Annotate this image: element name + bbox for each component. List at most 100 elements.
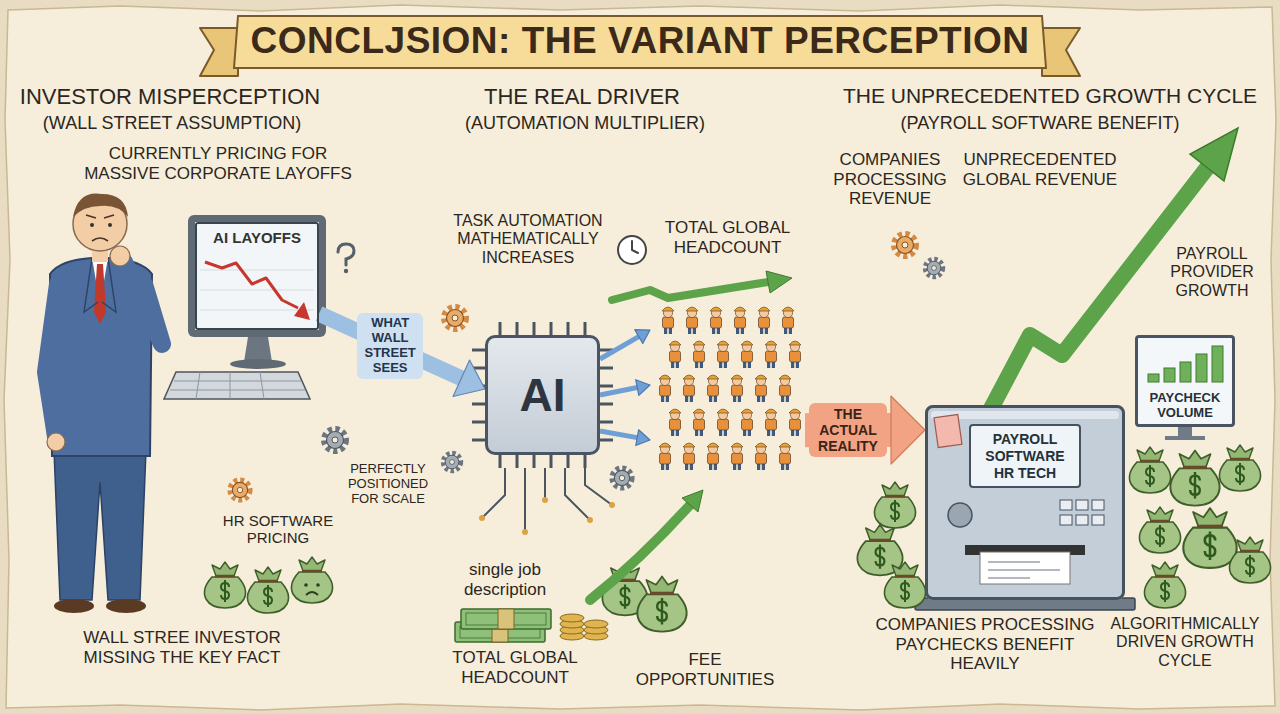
column-subheading: (PAYROLL SOFTWARE BENEFIT): [900, 113, 1179, 134]
investor-figure: [54, 599, 94, 613]
money-bag-group: [291, 557, 332, 603]
money-bag-group: [1229, 537, 1270, 583]
worker-crowd: [789, 341, 801, 368]
node-text: TOTAL GLOBAL HEADCOUNT: [650, 218, 805, 257]
gear-icons: [230, 234, 943, 500]
title: CONCLJSION: THE VARIANT PERCEPTION: [251, 20, 1030, 63]
column-heading: INVESTOR MISPERCEPTION: [20, 84, 320, 109]
paycheck-chart: [1164, 368, 1175, 382]
connector-line: [600, 337, 639, 359]
growth-arrow: [682, 490, 703, 512]
money-bag-group: [1144, 562, 1185, 608]
automation-arrow: [600, 330, 650, 359]
worker-crowd: [683, 375, 695, 402]
computer-monitor: [205, 262, 298, 308]
gear-icons: [894, 234, 916, 256]
payroll-machine-body: [931, 411, 1119, 419]
clock-icon: [618, 236, 646, 264]
computer-monitor: [188, 215, 326, 337]
money-bag-group: [1183, 508, 1236, 568]
payroll-machine-body: [988, 562, 1060, 578]
perception-arrow: [319, 314, 485, 397]
paycheck-chart: [1212, 346, 1223, 382]
arrow-head: [635, 330, 650, 344]
money-bag-group: [1170, 450, 1219, 505]
connector-label: THE ACTUAL REALITY: [809, 403, 887, 457]
worker-crowd: [707, 375, 719, 402]
growth-arrow: [590, 271, 792, 600]
computer-monitor: [164, 372, 310, 399]
worker-crowd: [717, 341, 729, 368]
annotation-text: UNPRECEDENTED GLOBAL REVENUE: [960, 150, 1120, 189]
worker-crowd: [734, 307, 746, 334]
worker-crowd: [717, 409, 729, 436]
arrow-head: [636, 430, 650, 446]
growth-arrow: [612, 282, 768, 300]
cash-pile: [637, 576, 686, 631]
column-heading: THE UNPRECEDENTED GROWTH CYCLE: [843, 84, 1257, 108]
arrow-head: [453, 360, 485, 396]
paycheck-chart: [1178, 427, 1192, 436]
annotation-text: CURRENTLY PRICING FOR MASSIVE CORPORATE …: [78, 144, 358, 183]
payroll-machine-body: [925, 405, 1125, 600]
worker-crowd: [782, 307, 794, 334]
gear-icons: [443, 453, 461, 471]
node-text: AI LAYOFFS: [201, 229, 313, 246]
chip-circuit: [587, 517, 593, 523]
chip-circuit: [482, 468, 612, 532]
chip-circuit: [472, 322, 615, 535]
worker-crowd: [686, 307, 698, 334]
worker-crowd: [731, 443, 743, 470]
worker-crowd: [683, 443, 695, 470]
title-banner: [234, 16, 1046, 68]
paycheck-chart: [1148, 374, 1159, 382]
column-subheading: (WALL STREET ASSUMPTION): [43, 113, 301, 134]
money-bag-group: [247, 567, 288, 613]
investor-figure: [110, 246, 130, 266]
investor-figure: [106, 599, 146, 613]
investor-figure: [54, 450, 146, 600]
chip-circuit: [472, 322, 613, 468]
paycheck-chart: [1135, 335, 1235, 440]
investor-figure: [46, 193, 162, 613]
worker-crowd: [669, 409, 681, 436]
question-mark: [338, 244, 354, 265]
paycheck-monitor: PAYCHECK VOLUME: [1135, 335, 1235, 427]
annotation-text: HR SOFTWARE PRICING: [218, 512, 338, 547]
paycheck-chart: [1135, 335, 1235, 427]
reality-arrow: [805, 396, 925, 464]
investor-figure: [92, 238, 108, 241]
worker-crowd: [662, 307, 674, 334]
payroll-machine-body: [980, 552, 1070, 584]
automation-arrow: [600, 430, 650, 446]
payroll-machine-body: [1092, 515, 1104, 525]
question-mark: [338, 244, 354, 273]
cash-pile: [461, 609, 551, 629]
money-bag-group: [884, 562, 925, 608]
worker-crowd: [779, 443, 791, 470]
annotation-text: COMPANIES PROCESSING REVENUE: [825, 150, 955, 209]
worker-crowd: [693, 341, 705, 368]
worker-crowd: [693, 409, 705, 436]
computer-monitor: [230, 359, 286, 369]
handwritten-note: single job description: [440, 560, 570, 599]
paycheck-chart: [1196, 354, 1207, 382]
payroll-machine-body: [1060, 500, 1072, 510]
gear-icons: [324, 429, 346, 451]
investor-figure: [124, 262, 162, 344]
payroll-machine-body: [1076, 515, 1088, 525]
computer-monitor: [170, 372, 305, 399]
computer-monitor: [200, 270, 314, 310]
chip-circuit: [479, 515, 485, 521]
title-banner: [1042, 28, 1080, 76]
node-text: AI: [520, 368, 566, 422]
payroll-machine-body: [948, 503, 972, 527]
caption-text: COMPANIES PROCESSING PAYCHECKS BENEFIT H…: [868, 615, 1103, 674]
clock-icon: [618, 236, 646, 264]
caption-text: TOTAL GLOBAL HEADCOUNT: [435, 648, 595, 687]
worker-crowd: [710, 307, 722, 334]
worker-crowd: [659, 443, 671, 470]
payroll-machine-body: [1060, 515, 1072, 525]
investor-figure: [46, 284, 58, 437]
gear-icons: [612, 468, 632, 488]
